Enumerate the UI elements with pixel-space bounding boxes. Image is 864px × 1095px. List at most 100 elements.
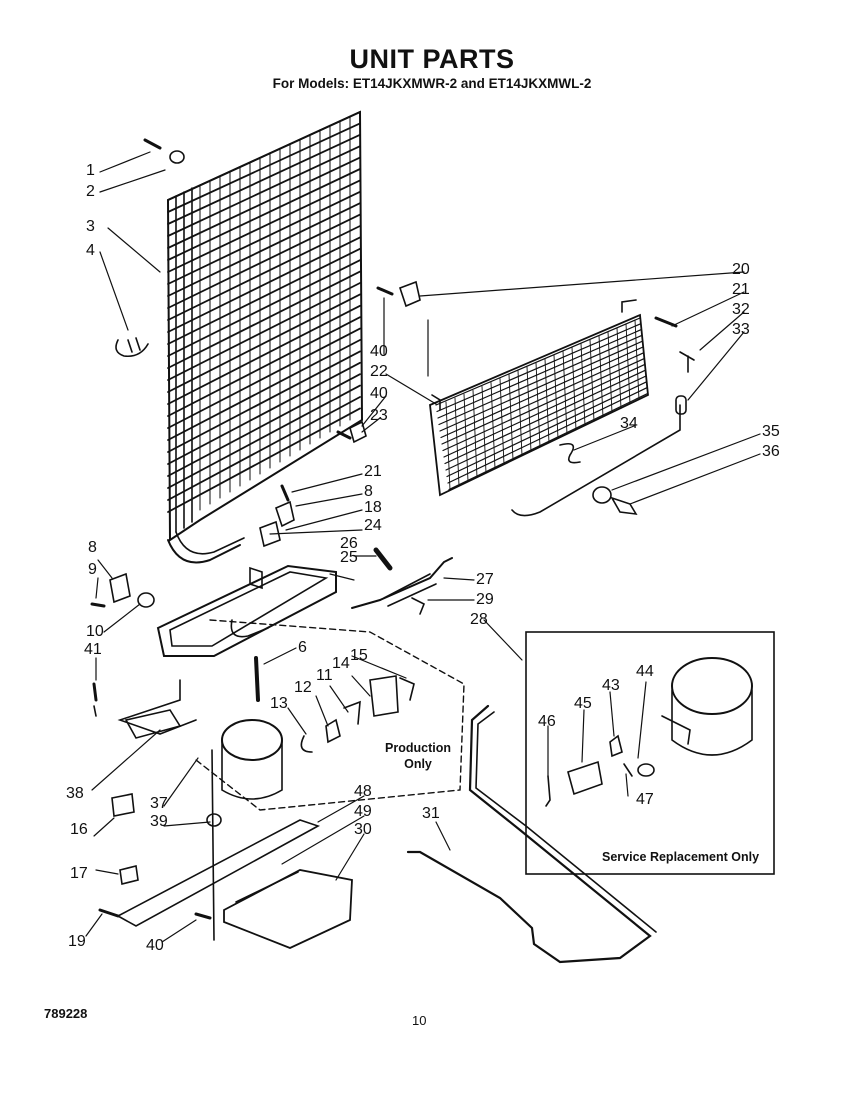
coil-tube-run	[167, 202, 361, 297]
callout-21: 21	[732, 281, 750, 298]
coil-tube-run	[167, 133, 361, 225]
mounting-hardware	[115, 138, 695, 515]
evaporator-tube	[439, 340, 643, 432]
evaporator-tube	[447, 387, 648, 484]
evaporator-tube	[443, 363, 646, 458]
callout-6: 6	[298, 639, 307, 656]
callout-26: 26	[340, 535, 358, 552]
callout-30: 30	[354, 821, 372, 838]
service-replacement-caption: Service Replacement Only	[602, 850, 760, 864]
callout-27: 27	[476, 571, 494, 588]
callout-48: 48	[354, 783, 372, 800]
callout-41: 41	[84, 641, 102, 658]
evaporator-fin	[535, 362, 541, 448]
leader-lines	[85, 151, 761, 943]
left-bracket-hardware	[90, 572, 155, 717]
callout-2: 2	[86, 183, 95, 200]
evaporator-fin	[472, 389, 478, 478]
callout-3: 3	[86, 218, 95, 235]
callout-24: 24	[364, 517, 382, 534]
document-code: 789228	[44, 1006, 88, 1021]
condenser-coil	[166, 110, 364, 564]
callout-10: 10	[86, 623, 104, 640]
callout-46: 46	[538, 713, 556, 730]
callout-15: 15	[350, 647, 368, 664]
evaporator-fin	[616, 327, 622, 409]
model-subtitle: For Models: ET14JKXMWR-2 and ET14JKXMWL-…	[272, 76, 592, 91]
evaporator-fin	[553, 354, 559, 439]
evaporator-fin	[499, 378, 505, 465]
evaporator-tube	[446, 381, 648, 478]
evaporator-tube	[448, 392, 649, 491]
callout-14: 14	[332, 655, 350, 672]
drier-and-fittings	[259, 484, 453, 615]
evaporator-tube	[438, 334, 643, 426]
callout-36: 36	[762, 443, 780, 460]
evaporator-tube	[437, 329, 642, 419]
coil-tube-run	[167, 190, 361, 285]
callout-21b: 21	[364, 463, 382, 480]
callout-19: 19	[68, 933, 86, 950]
callout-33: 33	[732, 321, 750, 338]
evaporator-tube	[442, 358, 645, 452]
coil-tube-run	[167, 145, 361, 237]
callout-45: 45	[574, 695, 592, 712]
callout-47: 47	[636, 791, 654, 808]
evaporator-fin	[634, 319, 640, 401]
callout-34: 34	[620, 415, 638, 432]
evaporator-fin	[481, 385, 487, 474]
callout-31: 31	[422, 805, 440, 822]
callout-20: 20	[732, 261, 750, 278]
evaporator-fin	[508, 374, 514, 461]
callout-1: 1	[86, 162, 95, 179]
evaporator-fin	[454, 397, 460, 487]
callout-18: 18	[364, 499, 382, 516]
condenser-tube	[406, 704, 657, 964]
drain-pan	[156, 564, 337, 657]
callout-44: 44	[636, 663, 654, 680]
service-replacement-box	[525, 631, 775, 875]
callout-25: 25	[340, 549, 358, 566]
coil-tube-run	[167, 247, 361, 345]
evaporator-tube	[435, 317, 641, 406]
coil-tube-run	[167, 168, 361, 261]
callout-37: 37	[150, 795, 168, 812]
callout-4: 4	[86, 242, 95, 259]
production-only-note: Production Only	[380, 740, 456, 772]
callout-8: 8	[364, 483, 373, 500]
evaporator-fin	[544, 358, 550, 444]
evaporator-fin	[490, 382, 496, 469]
callout-38: 38	[66, 785, 84, 802]
production-note-line2: Only	[404, 757, 432, 771]
evaporator-coil	[429, 299, 687, 517]
evaporator-tube	[444, 369, 646, 465]
evaporator-fin	[589, 339, 595, 422]
callout-17: 17	[70, 865, 88, 882]
callout-35: 35	[762, 423, 780, 440]
evaporator-fin	[580, 343, 586, 426]
evaporator-fin	[571, 346, 577, 431]
callout-28: 28	[470, 611, 488, 628]
callout-40c: 40	[146, 937, 164, 954]
callout-22: 22	[370, 363, 388, 380]
coil-tube-run	[167, 111, 361, 201]
evaporator-fin	[517, 370, 523, 457]
page-number: 10	[412, 1013, 427, 1028]
evaporator-fin	[598, 335, 604, 418]
coil-tube-run	[167, 122, 361, 213]
coil-tube-run	[167, 236, 361, 333]
coil-tube-run	[167, 213, 361, 309]
callout-13: 13	[270, 695, 288, 712]
evaporator-fin	[526, 366, 532, 452]
evaporator-fin	[562, 350, 568, 435]
callout-12: 12	[294, 679, 312, 696]
callout-29: 29	[476, 591, 494, 608]
callout-43: 43	[602, 677, 620, 694]
callout-8b: 8	[88, 539, 97, 556]
callout-9: 9	[88, 561, 97, 578]
callout-40: 40	[370, 343, 388, 360]
production-note-line1: Production	[385, 741, 451, 755]
callout-49: 49	[354, 803, 372, 820]
